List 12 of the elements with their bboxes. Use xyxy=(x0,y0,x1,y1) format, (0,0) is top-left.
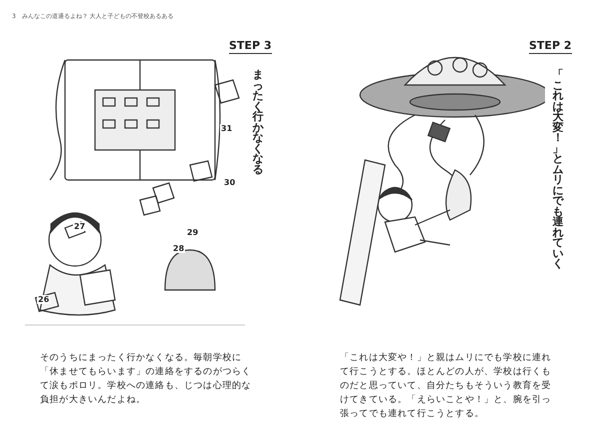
vertical-title: 「これは大変！」とムリにでも連れていく xyxy=(552,70,564,270)
step-heading: STEP 3 xyxy=(229,39,272,54)
calendar-number: 26 xyxy=(37,295,50,304)
step-heading: STEP 2 xyxy=(529,39,572,54)
calendar-number: 31 xyxy=(220,124,234,133)
body-paragraph: そのうちにまったく行かなくなる。毎朝学校に「休ませてもらいます」の連絡をするのがつらくて涙もポロリ。学校への連絡も、じつは心理的な負担が大きいんだよね。 xyxy=(40,352,252,407)
vertical-title: まったく行かなくなる xyxy=(252,70,264,175)
calendar-number: 27 xyxy=(73,222,86,231)
calendar-number: 29 xyxy=(186,228,200,237)
calendar-number: 28 xyxy=(172,244,186,253)
calendar-number: 30 xyxy=(223,178,236,187)
body-paragraph: 「これは大変や！」と親はムリにでも学校に連れて行こうとする。ほとんどの人が、学校は行くものだと思っていて、自分たちもそういう教育を受けてきている。「えらいことや！」と、腕を引っ張ってでも連れて行こうとする。 xyxy=(340,352,552,421)
